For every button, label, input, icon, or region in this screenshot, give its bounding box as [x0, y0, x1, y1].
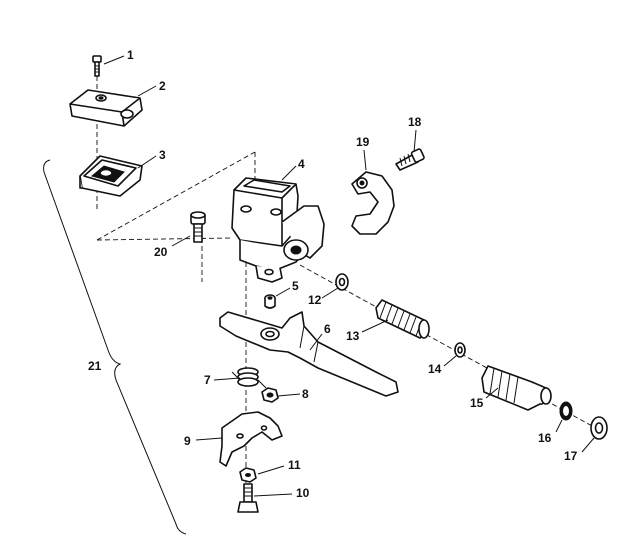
- callout-7: 7: [204, 373, 211, 387]
- callout-20: 20: [154, 245, 168, 259]
- callout-labels: 1 2 3 4 5 6 7 8 9 10 11 12 13 14 15 16 1…: [88, 48, 578, 500]
- part-screw-1: [92, 55, 102, 77]
- part-screw-10: [237, 483, 259, 513]
- part-cap-17: [590, 416, 608, 440]
- callout-5: 5: [292, 279, 299, 293]
- callout-9: 9: [184, 434, 191, 448]
- callout-17: 17: [564, 449, 578, 463]
- callout-2: 2: [159, 79, 166, 93]
- callout-10: 10: [296, 486, 310, 500]
- callout-16: 16: [538, 431, 552, 445]
- part-lever-6: [219, 311, 399, 397]
- callout-21: 21: [88, 359, 102, 373]
- part-spring-13: [375, 299, 430, 339]
- callout-1: 1: [127, 48, 134, 62]
- callout-6: 6: [324, 322, 331, 336]
- callout-18: 18: [408, 115, 422, 129]
- part-cover-2: [69, 89, 143, 127]
- callout-leaders: [103, 55, 595, 497]
- callout-4: 4: [298, 157, 305, 171]
- part-bracket-9: [219, 411, 283, 467]
- callout-12: 12: [308, 293, 322, 307]
- part-piston-15: [481, 365, 552, 411]
- part-nut-8: [261, 387, 279, 403]
- alignment-lines: [96, 76, 604, 505]
- callout-19: 19: [356, 135, 370, 149]
- part-washer-12: [335, 273, 349, 291]
- callout-3: 3: [159, 148, 166, 162]
- part-spring-7: [231, 367, 267, 389]
- callout-11: 11: [288, 458, 301, 472]
- part-washer-14: [454, 342, 466, 358]
- callout-15: 15: [470, 396, 484, 410]
- callout-8: 8: [302, 387, 309, 401]
- part-clamp-19: [351, 171, 395, 235]
- callout-13: 13: [346, 329, 360, 343]
- part-bolt-18: [395, 148, 425, 171]
- part-pivot-bolt-20: [190, 211, 206, 243]
- part-oring-16: [559, 401, 573, 421]
- part-master-cylinder-4: [231, 177, 325, 283]
- part-bushing-5: [264, 294, 276, 309]
- callout-14: 14: [428, 362, 442, 376]
- part-diaphragm-3: [79, 155, 143, 197]
- assembly-bracket: [43, 159, 187, 535]
- part-nut-11: [239, 467, 257, 483]
